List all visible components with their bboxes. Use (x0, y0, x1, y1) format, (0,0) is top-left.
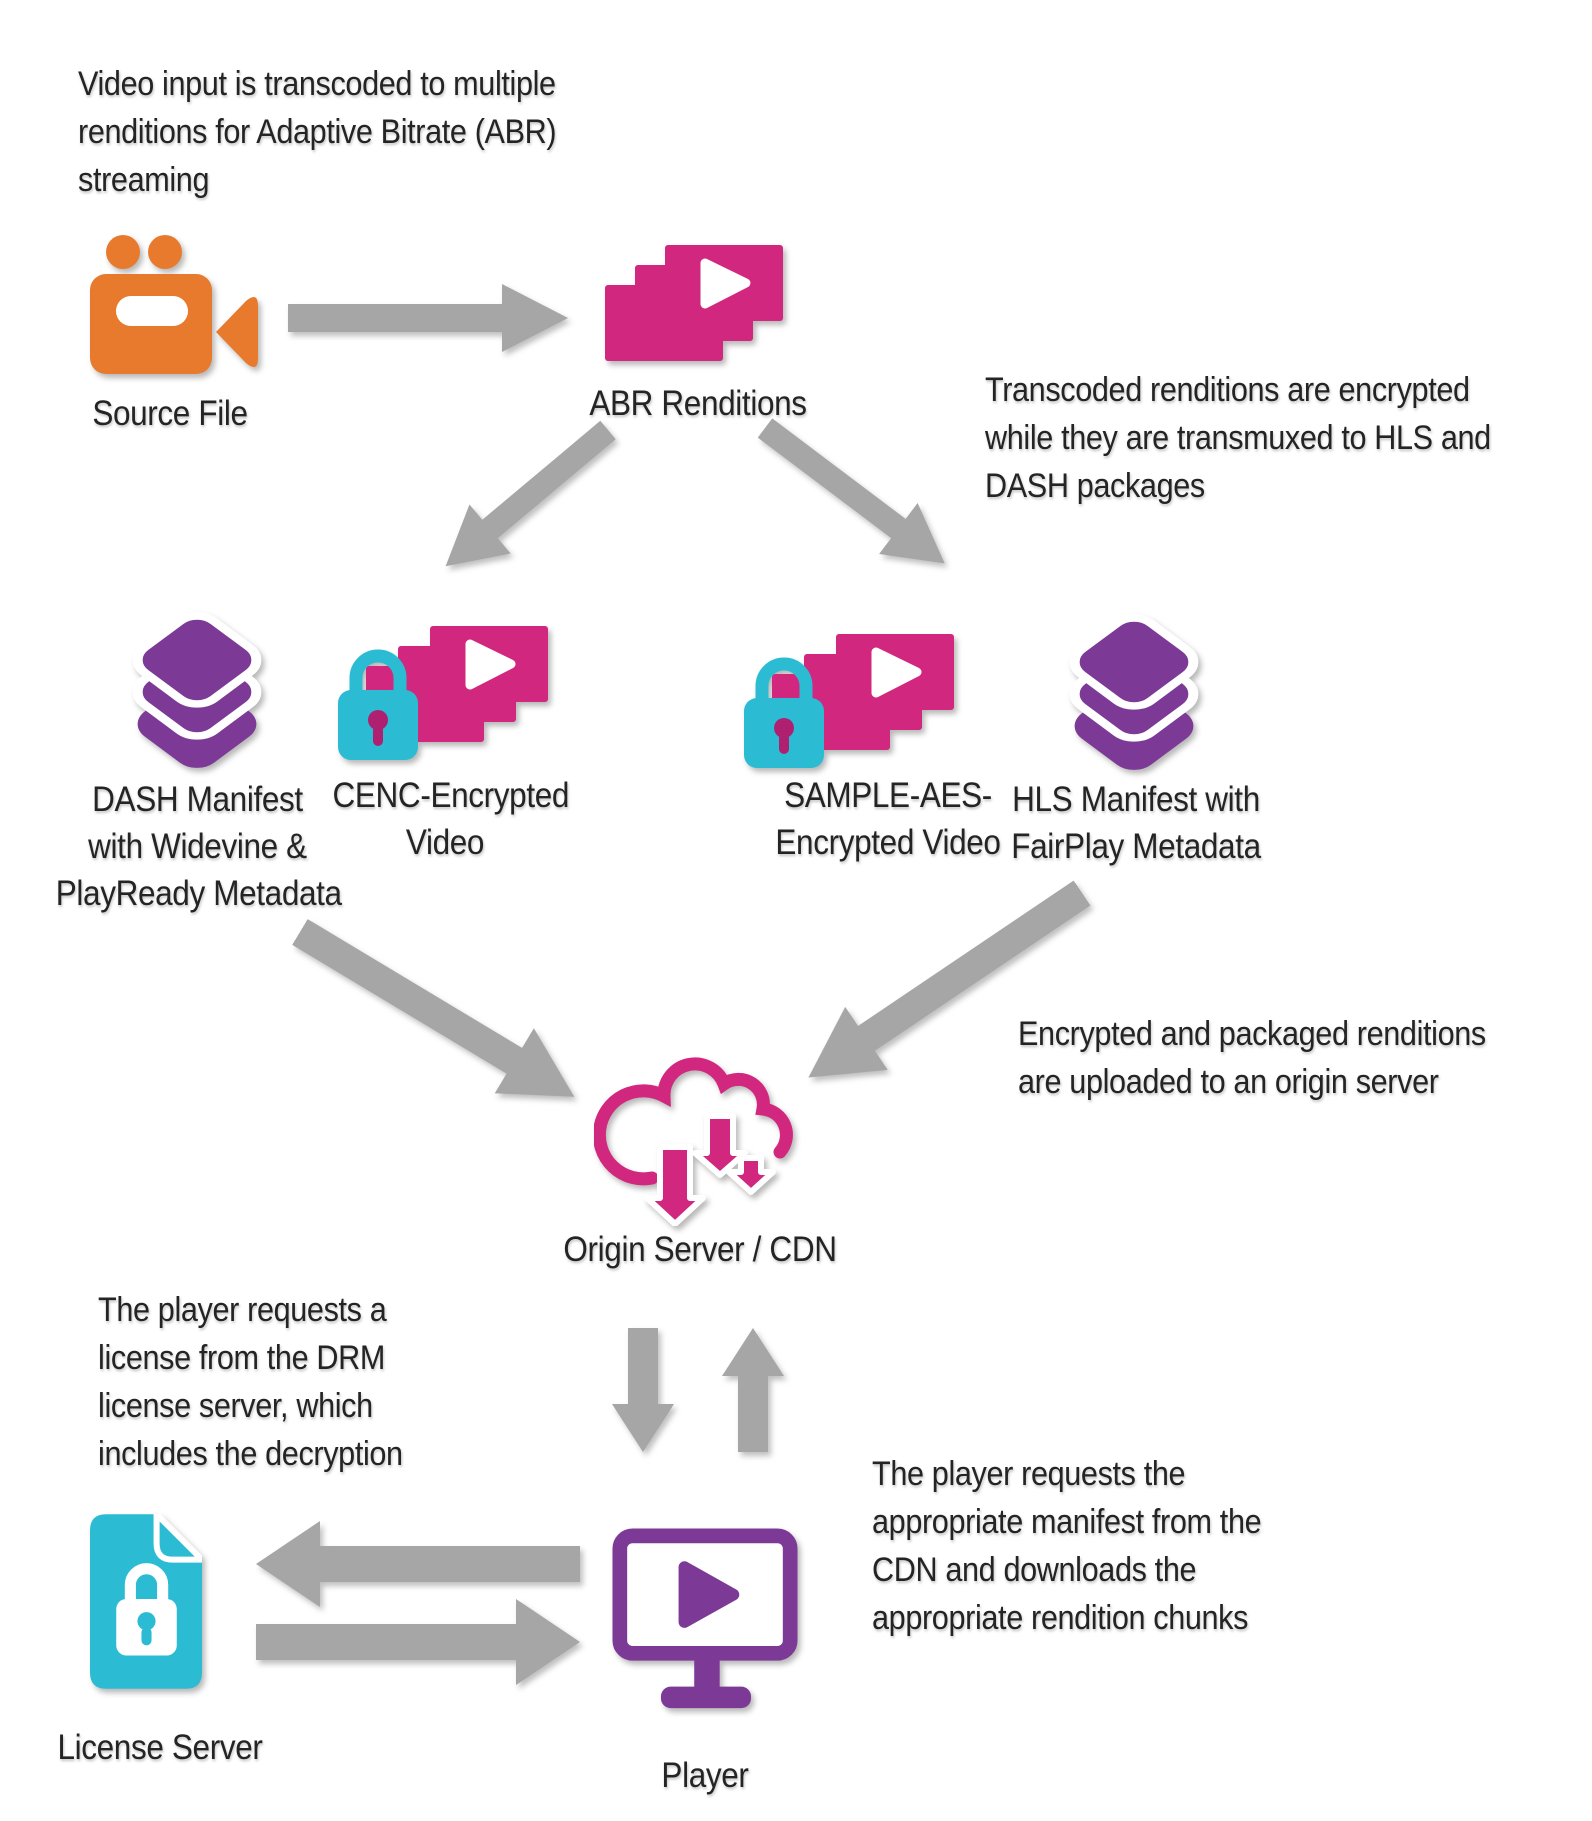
download-arrow-icon (692, 1113, 748, 1178)
label-cenc-video: CENC-Encrypted Video (332, 776, 570, 862)
arrow-player-to-origin (722, 1328, 784, 1452)
play-icon (465, 639, 516, 690)
annotation-transcode: Video input is transcoded to multiple re… (78, 65, 557, 199)
arrow-source-to-abr (288, 284, 568, 352)
monitor-play-icon (612, 1528, 798, 1709)
label-player: Player (661, 1756, 749, 1795)
locked-document-icon (90, 1514, 202, 1689)
lock-icon (744, 657, 824, 768)
video-stack-icon (605, 245, 783, 361)
annotation-license: The player requests a license from the D… (98, 1291, 403, 1473)
locked-video-stack-icon (744, 634, 954, 768)
arrow-license-to-player (256, 1599, 580, 1685)
cloud-download-icon (594, 1057, 793, 1226)
annotation-upload: Encrypted and packaged renditions are up… (1018, 1015, 1486, 1101)
arrow-player-to-license (256, 1521, 580, 1607)
label-sample-aes-video: SAMPLE-AES- Encrypted Video (775, 776, 1001, 862)
locked-video-stack-icon (338, 626, 548, 760)
layers-stack-icon (1069, 614, 1199, 770)
label-abr-renditions: ABR Renditions (589, 384, 807, 423)
play-icon (700, 258, 751, 309)
arrow-abr-to-cenc (445, 420, 616, 567)
label-dash-manifest: DASH Manifest with Widevine & PlayReady … (55, 780, 342, 913)
video-camera-icon (90, 235, 258, 374)
annotation-manifest: The player requests the appropriate mani… (872, 1455, 1262, 1637)
arrow-origin-to-player (612, 1328, 674, 1452)
arrow-hls-to-origin (808, 880, 1091, 1078)
arrow-dash-to-origin (292, 919, 575, 1097)
lock-icon (338, 649, 418, 760)
label-license-server: License Server (57, 1728, 263, 1767)
label-origin-server: Origin Server / CDN (563, 1230, 837, 1269)
arrow-abr-to-sample-aes (757, 418, 945, 564)
play-icon (871, 647, 922, 698)
lock-icon (116, 1563, 177, 1656)
play-icon (678, 1561, 740, 1628)
label-hls-manifest: HLS Manifest with FairPlay Metadata (1011, 780, 1261, 866)
label-source-file: Source File (92, 394, 248, 433)
download-arrow-icon (644, 1144, 706, 1226)
annotation-encrypt: Transcoded renditions are encrypted whil… (985, 371, 1491, 505)
download-arrow-icon (726, 1155, 776, 1195)
layers-stack-icon (132, 612, 262, 768)
